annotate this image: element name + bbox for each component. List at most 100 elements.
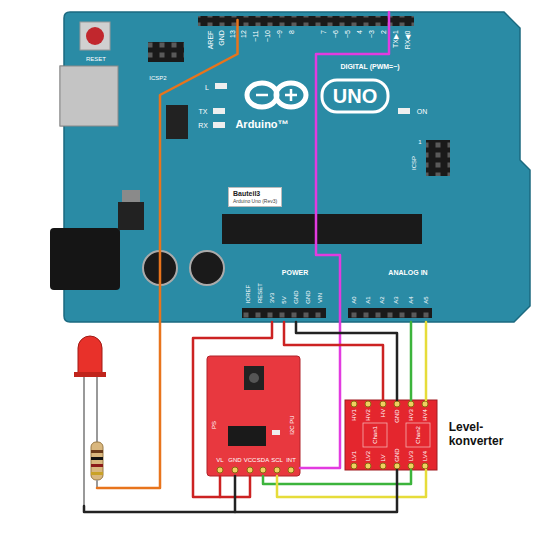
- pin-label: ~3: [368, 30, 375, 38]
- pin-header: [318, 16, 414, 26]
- microcontroller: [222, 214, 422, 244]
- led-circuit: [74, 20, 250, 512]
- pin-label: ~10: [264, 30, 271, 42]
- pin-label: TX▶1: [392, 30, 399, 48]
- pin-label: HV2: [365, 409, 371, 421]
- pin-label: RESET: [257, 283, 263, 303]
- pin-label: 7: [320, 30, 327, 34]
- pin-label: SCL: [271, 457, 283, 463]
- pin-label: 8: [288, 30, 295, 34]
- logo: [256, 89, 297, 101]
- pin-label: A5: [423, 296, 429, 303]
- pin-label: LV: [380, 454, 386, 461]
- pin-label: INT: [286, 457, 296, 463]
- arduino-illustration: [50, 12, 530, 322]
- smd-part: [272, 430, 280, 435]
- icsp-header: [148, 42, 184, 62]
- pin-label: VL: [216, 457, 223, 463]
- pin-header: [242, 308, 326, 318]
- pin-label: 3V3: [269, 292, 275, 303]
- pin-label: ~9: [276, 30, 283, 38]
- pin-label: RX◀0: [404, 30, 411, 49]
- pin-label: RESET: [86, 56, 106, 62]
- wire: [300, 12, 389, 468]
- pin-label: UNO: [333, 86, 377, 106]
- pin-label: GND: [293, 290, 299, 303]
- pin-label: 1: [418, 139, 421, 145]
- wire: [410, 322, 413, 400]
- pin-label: A2: [379, 296, 385, 303]
- led-smd: [213, 122, 225, 128]
- pin-label: PS: [211, 421, 217, 429]
- pin-label: L: [205, 84, 209, 91]
- pin-label: Arduino™: [235, 119, 288, 130]
- pin-label: GND: [218, 30, 225, 46]
- pin-label: IOREF: [245, 285, 251, 303]
- capacitor: [190, 251, 224, 285]
- pin-label: ANALOG IN: [388, 269, 427, 276]
- usb-connector: [60, 66, 122, 126]
- wire: [277, 470, 426, 497]
- sensor-window: [244, 366, 264, 390]
- sensor-board: [207, 356, 300, 476]
- pin-label: GND: [305, 290, 311, 303]
- pin-label: LV3: [408, 451, 414, 461]
- led-symbol: [78, 336, 102, 374]
- pin-label: TX: [199, 108, 208, 115]
- led-leg: [96, 376, 98, 442]
- sensor-illustration: [207, 356, 300, 476]
- pin-label: SDA: [257, 457, 269, 463]
- pin-label: AREF: [207, 30, 214, 49]
- part-label: Arduino Uno (Rev3): [233, 198, 277, 204]
- reset-button: [86, 27, 104, 45]
- pin-label: GND: [394, 409, 400, 422]
- pin-label: ICSP2: [149, 75, 166, 81]
- pin-label: ON: [417, 108, 428, 115]
- pin-label: GND: [228, 457, 241, 463]
- led-symbol: [74, 372, 106, 377]
- wire: [84, 506, 235, 512]
- reset-button: [80, 22, 110, 50]
- pin-label: ~11: [252, 30, 259, 41]
- pin-header: [348, 308, 432, 318]
- pin-label: 4: [356, 30, 363, 34]
- arduino-board: RESETICSP2AREFGND1312~11~10~987~6~54~32T…: [62, 12, 530, 322]
- wire: [296, 322, 397, 400]
- pin-label: 13: [229, 30, 236, 38]
- led-smd: [215, 83, 227, 89]
- pin-label: HV4: [422, 409, 428, 421]
- pin-label: HV: [380, 409, 386, 417]
- pin-label: 12: [240, 30, 247, 38]
- resistor-band: [91, 457, 103, 460]
- pin-label: ~5: [344, 30, 351, 38]
- logo-frame: [322, 80, 388, 112]
- pin-label: 5V: [281, 296, 287, 303]
- regulator: [118, 202, 144, 230]
- converter-illustration: [345, 400, 437, 470]
- pin-label: GND: [394, 448, 400, 461]
- resistor-band: [91, 450, 103, 453]
- pin-label: ~6: [332, 30, 339, 38]
- wire: [193, 322, 272, 497]
- resistor-symbol: [91, 442, 103, 480]
- part-label: Bauteil3Arduino Uno (Rev3): [228, 187, 282, 207]
- pin-label: HV3: [408, 409, 414, 421]
- pin-label: RX: [198, 122, 208, 129]
- pin-label: Chan1: [372, 426, 378, 444]
- pin-label: A0: [351, 296, 357, 303]
- resistor-band: [91, 464, 103, 467]
- led-smd: [213, 108, 225, 114]
- pin-label: A3: [393, 296, 399, 303]
- pin-label: LV2: [365, 451, 371, 461]
- led-smd: [398, 108, 410, 114]
- pin-label: VIN: [317, 293, 323, 303]
- part-label: Bauteil3: [233, 190, 277, 198]
- wire: [425, 322, 428, 400]
- usb-connector: [60, 66, 118, 126]
- pin-pads: [217, 467, 294, 473]
- power-jack: [50, 228, 120, 290]
- wire: [97, 20, 238, 488]
- wire: [263, 470, 411, 484]
